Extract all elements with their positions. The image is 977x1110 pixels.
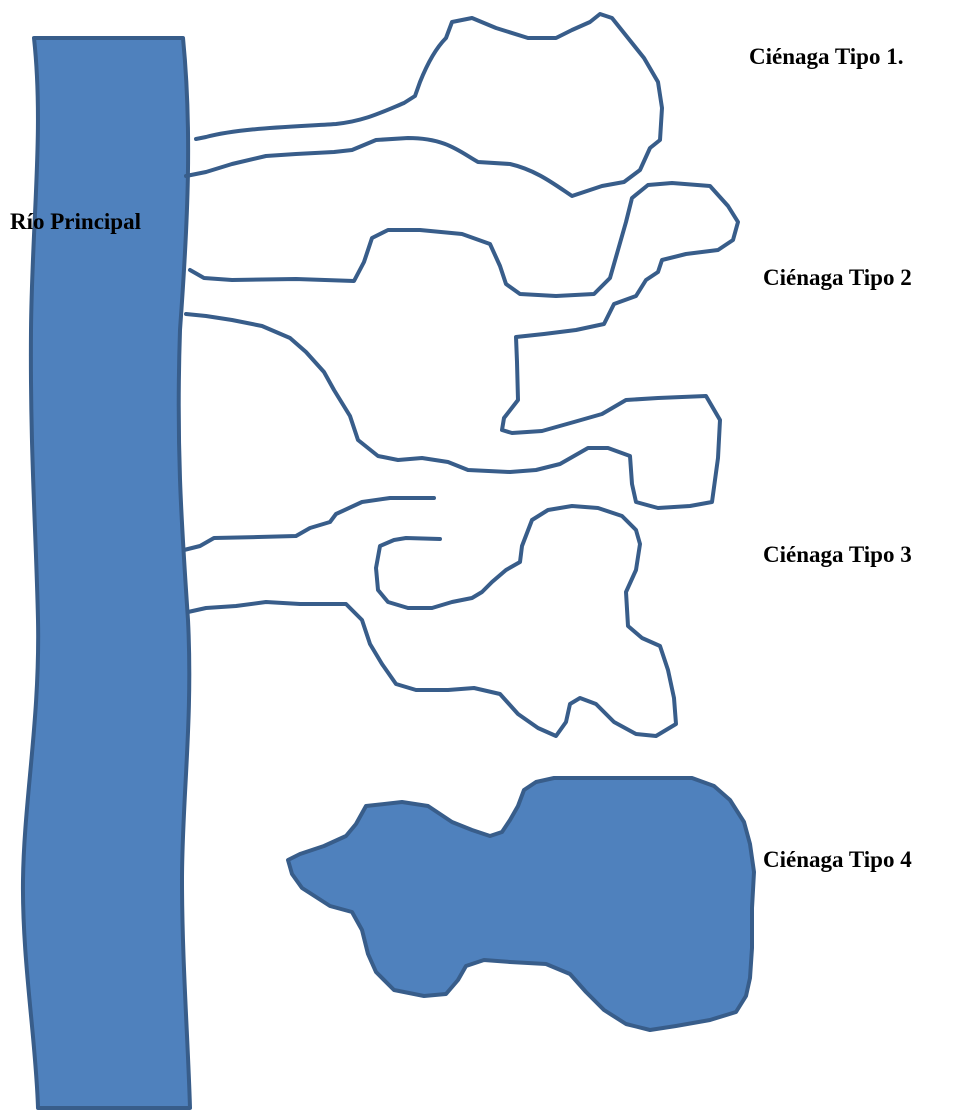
swamp-type-1-outline	[186, 14, 662, 196]
swamp-type-2-outline	[186, 183, 738, 508]
swamp-type-3-lower-outline	[188, 506, 676, 736]
swamp-type-4-shape	[288, 778, 754, 1030]
swamp-type-2-label: Ciénaga Tipo 2	[763, 266, 912, 289]
swamp-type-3-upper-outline	[184, 498, 434, 550]
main-river-label: Río Principal	[10, 210, 141, 233]
swamp-type-4-label: Ciénaga Tipo 4	[763, 848, 912, 871]
swamp-type-1-label: Ciénaga Tipo 1.	[749, 45, 903, 68]
swamp-type-3-label: Ciénaga Tipo 3	[763, 543, 912, 566]
main-river-shape	[23, 38, 190, 1108]
